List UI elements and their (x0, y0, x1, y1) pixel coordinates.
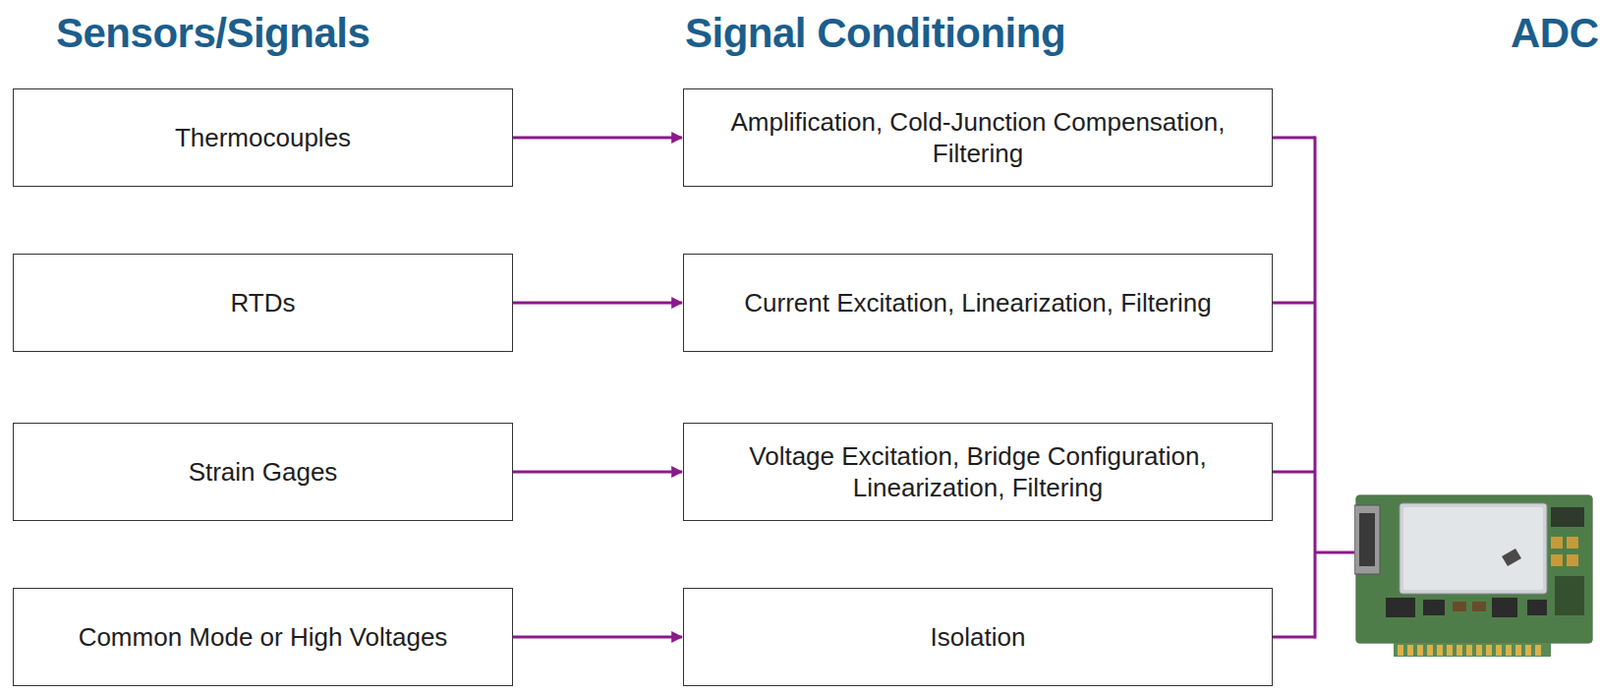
bus-line (1314, 551, 1355, 555)
daq-card-illustration (1354, 477, 1597, 665)
box-label: Common Mode or High Voltages (78, 621, 449, 654)
signal-arrow (513, 301, 683, 305)
box-label: Thermocouples (174, 121, 351, 155)
column-heading: Sensors/Signals (56, 9, 370, 58)
box-label: RTDs (230, 286, 296, 320)
column-heading: Signal Conditioning (685, 9, 1066, 58)
box-label: Isolation (930, 621, 1027, 654)
bus-line (1272, 470, 1315, 474)
bus-line (1272, 635, 1315, 639)
conditioning-box: Amplification, Cold-Junction Compensatio… (683, 88, 1273, 187)
signal-arrow (513, 136, 683, 140)
sensor-box: Common Mode or High Voltages (12, 587, 514, 686)
sensor-box: Thermocouples (12, 88, 514, 187)
bus-line (1272, 136, 1315, 140)
sensor-box: Strain Gages (12, 422, 514, 521)
conditioning-box: Voltage Excitation, Bridge Configuration… (683, 422, 1273, 521)
bus-line (1314, 136, 1317, 639)
conditioning-box: Current Excitation, Linearization, Filte… (683, 253, 1273, 352)
box-label: Voltage Excitation, Bridge Configuration… (695, 440, 1260, 505)
box-label: Current Excitation, Linearization, Filte… (743, 286, 1211, 320)
sensor-box: RTDs (12, 253, 514, 352)
conditioning-box: Isolation (683, 587, 1273, 686)
box-label: Amplification, Cold-Junction Compensatio… (695, 106, 1260, 171)
signal-arrow (513, 470, 683, 474)
box-label: Strain Gages (188, 456, 339, 489)
signal-arrow (513, 635, 683, 639)
column-heading: ADC (1510, 9, 1600, 58)
bus-line (1272, 301, 1315, 305)
